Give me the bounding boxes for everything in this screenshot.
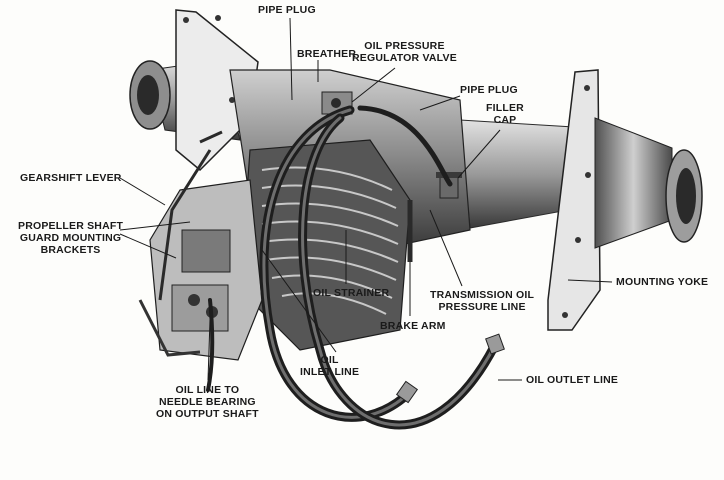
mounting-yoke [547, 69, 601, 331]
leader-lines [119, 17, 613, 381]
leader-pipe-plug-right [419, 95, 461, 111]
label-mounting-yoke: MOUNTING YOKE [616, 276, 709, 288]
label-gearshift-lever: GEARSHIFT LEVER [20, 172, 122, 184]
leader-brackets-1 [119, 221, 191, 231]
label-filler-cap: FILLER CAP [486, 102, 524, 126]
filler-cap-part [436, 172, 462, 199]
leader-pipe-plug-top [289, 17, 293, 101]
label-pipe-plug-right: PIPE PLUG [460, 84, 518, 96]
leader-gearshift-lever [119, 177, 166, 206]
label-oil-outlet-line: OIL OUTLET LINE [526, 374, 619, 386]
leader-transmission-oil-pressure-line [429, 209, 463, 287]
leader-filler-cap [457, 129, 501, 179]
leader-oil-inlet-line [261, 249, 337, 353]
label-pipe-plug-top: PIPE PLUG [258, 4, 316, 16]
front-cover-assembly [138, 179, 263, 361]
leader-brackets-2 [119, 233, 177, 259]
label-propeller-shaft-guard-mounting-brackets: PROPELLER SHAFT GUARD MOUNTING BRACKETS [18, 220, 124, 256]
finned-center-case [239, 139, 411, 351]
hose-fittings [395, 333, 505, 404]
oil-hoses [206, 105, 500, 430]
label-transmission-oil-pressure-line: TRANSMISSION OIL PRESSURE LINE [430, 289, 535, 313]
label-breather: BREATHER [297, 48, 357, 60]
leader-mounting-yoke [567, 279, 613, 283]
label-oil-line-to-needle-bearing: OIL LINE TO NEEDLE BEARING ON OUTPUT SHA… [156, 384, 259, 420]
right-bell-housing [594, 117, 703, 249]
label-brake-arm: BRAKE ARM [380, 320, 446, 332]
leader-needle-bearing [207, 319, 211, 381]
gearshift-linkage [158, 130, 223, 301]
label-oil-pressure-regulator-valve: OIL PRESSURE REGULATOR VALVE [352, 40, 457, 64]
label-oil-strainer: OIL STRAINER [313, 287, 390, 299]
leader-regulator-valve [351, 67, 396, 103]
label-oil-inlet-line: OIL INLET LINE [300, 354, 360, 378]
